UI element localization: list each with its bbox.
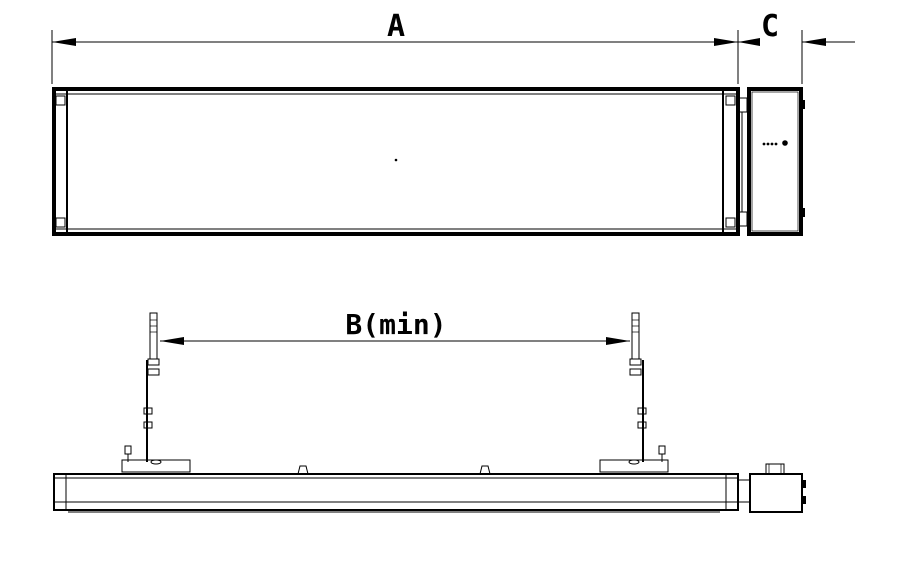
right-rod-nut [629,358,642,366]
control-box-top [747,87,805,236]
control-box-side [749,463,806,513]
side-body-outline [53,473,739,511]
right-bracket-bolt [637,421,647,429]
control-box-outline [747,87,803,236]
indicator-dot [770,142,774,146]
heater-body-inner-frame [53,93,739,230]
right-mounting-plate [599,459,669,473]
left-rod-nut [147,368,160,376]
side-connector-block [737,479,751,503]
control-box-inner [751,91,799,232]
middle-bolt [479,465,491,475]
right-plate-washer [628,459,640,465]
dimension-c-left-arrow [738,38,760,46]
dimension-b: B(min) [160,308,630,345]
heater-body-top [52,87,740,236]
dimension-a: A [51,9,739,84]
dimension-c-label: C [761,9,779,44]
dimension-b-left-arrow [160,337,184,345]
middle-mounting-bolts [297,465,491,475]
side-connector [737,479,751,503]
control-box-tab-top [801,100,805,109]
left-bracket-bolt [143,421,153,429]
side-view: B(min) [53,308,806,513]
side-control-tab [802,496,806,504]
middle-bolt [297,465,309,475]
indicator-dot [766,142,770,146]
cable-gland [765,463,785,475]
dimension-a-label: A [387,9,405,44]
power-indicator [782,140,788,146]
dimension-a-right-arrow [714,38,738,46]
left-top-clip [55,95,66,106]
right-bottom-clip [725,217,736,228]
dimension-a-left-arrow [52,38,76,46]
indicator-dot [762,142,766,146]
heater-body-side [53,473,739,513]
left-mounting-plate [121,459,191,473]
dimension-c: C [738,9,855,84]
right-plate-bolt-head [658,445,666,455]
center-point [394,158,398,162]
control-box-tab-bottom [801,208,805,217]
dimension-b-right-arrow [606,337,630,345]
side-control-tab [802,480,806,488]
left-suspension-bracket [121,312,191,473]
left-bracket-bolt [143,407,153,415]
right-bracket-bolt [637,407,647,415]
heater-body-outline [52,87,740,236]
right-top-clip [725,95,736,106]
top-view: A C [51,9,855,236]
left-plate-washer [150,459,162,465]
left-plate-bolt-head [124,445,132,455]
dimension-b-label: B(min) [345,308,446,341]
right-rod-nut [629,368,642,376]
indicator-lights [762,140,788,146]
left-bottom-clip [55,217,66,228]
right-suspension-bracket [599,312,669,473]
left-rod-nut [147,358,160,366]
side-control-box-outline [749,473,803,513]
indicator-dot [774,142,778,146]
dimension-c-right-arrow [802,38,826,46]
